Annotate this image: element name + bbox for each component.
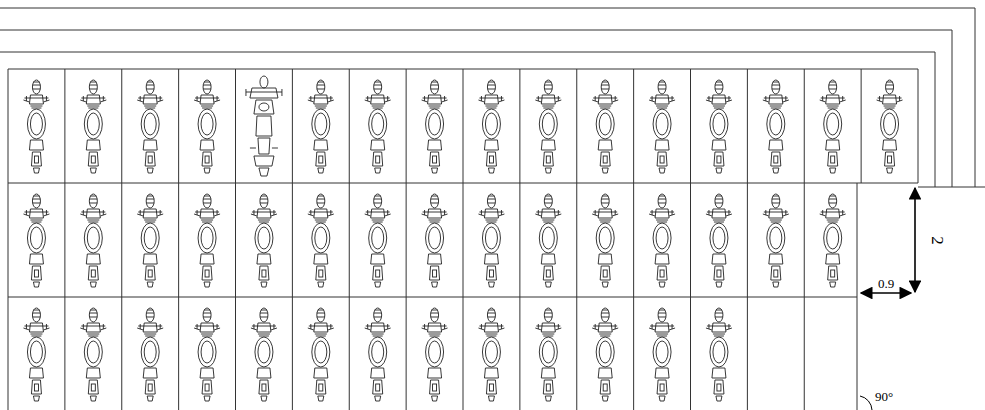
motorcycle-icon: [308, 194, 334, 287]
motorcycle-icon: [706, 308, 732, 401]
motorcycle-icon: [23, 194, 49, 287]
motorcycle-icon: [80, 80, 106, 173]
stall-line: [576, 69, 577, 183]
motorcycle-icon: [535, 194, 561, 287]
motorcycle-icon: [478, 308, 504, 401]
stall-line: [121, 183, 122, 297]
motorcycle-icon: [763, 194, 789, 287]
stall-line: [178, 69, 179, 183]
stall-line: [519, 183, 520, 297]
dimension-label: 0.9: [878, 277, 894, 290]
motorcycle-icon: [706, 80, 732, 173]
motorcycle-icon: [649, 194, 675, 287]
stall-line: [804, 297, 805, 410]
motorcycle-icon: [592, 80, 618, 173]
stall-line: [292, 183, 293, 297]
motorcycle-icon: [194, 80, 220, 173]
angle-label: 90°: [875, 390, 893, 403]
motorcycle-icon: [137, 80, 163, 173]
motorcycle-icon: [422, 308, 448, 401]
stall-line: [349, 69, 350, 183]
motorcycle-icon: [535, 308, 561, 401]
motorcycle-icon: [478, 80, 504, 173]
stall-line: [64, 69, 65, 183]
motorcycle-icon: [80, 194, 106, 287]
motorcycle-icon: [649, 80, 675, 173]
stall-line: [406, 69, 407, 183]
motorcycle-icon: [592, 308, 618, 401]
stall-line: [690, 297, 691, 410]
motorcycle-icon: [137, 194, 163, 287]
motorcycle-icon: [80, 308, 106, 401]
motorcycle-icon: [706, 194, 732, 287]
stall-line: [804, 183, 805, 297]
stall-line: [235, 69, 236, 183]
stall-line: [747, 69, 748, 183]
motorcycle-icon: [365, 80, 391, 173]
stall-line: [235, 183, 236, 297]
stall-line: [292, 297, 293, 410]
motorcycle-icon: [422, 80, 448, 173]
stall-line: [804, 69, 805, 183]
motorcycle-icon: [365, 194, 391, 287]
motorcycle-icon: [535, 80, 561, 173]
motorcycle-icon: [820, 194, 846, 287]
motorcycle-icon: [23, 308, 49, 401]
stall-line: [576, 297, 577, 410]
stall-line: [747, 297, 748, 410]
motorcycle-icon: [251, 194, 277, 287]
stall-line: [406, 297, 407, 410]
motorcycle-icon: [23, 80, 49, 173]
stall-line: [235, 297, 236, 410]
stall-line: [64, 297, 65, 410]
stall-line: [633, 69, 634, 183]
stall-line: [178, 297, 179, 410]
motorcycle-icon: [422, 194, 448, 287]
motorcycle-icon: [763, 80, 789, 173]
stall-line: [633, 297, 634, 410]
motorcycle-icon: [649, 308, 675, 401]
motorcycle-icon: [246, 76, 282, 176]
motorcycle-icon: [308, 308, 334, 401]
stall-line: [690, 183, 691, 297]
stall-line: [349, 297, 350, 410]
stall-line: [64, 183, 65, 297]
motorcycle-icon: [308, 80, 334, 173]
motorcycle-icon: [478, 194, 504, 287]
motorcycle-icon: [251, 308, 277, 401]
stall-line: [349, 183, 350, 297]
motorcycle-icon: [194, 308, 220, 401]
stall-line: [576, 183, 577, 297]
motorcycle-icon: [365, 308, 391, 401]
stall-line: [292, 69, 293, 183]
stall-line: [178, 183, 179, 297]
stall-line: [121, 297, 122, 410]
dimension-label: 2: [929, 236, 946, 245]
stall-line: [463, 183, 464, 297]
stall-line: [633, 183, 634, 297]
stall-line: [747, 183, 748, 297]
stall-line: [519, 69, 520, 183]
motorcycle-icon: [194, 194, 220, 287]
motorcycle-icon: [592, 194, 618, 287]
motorcycle-icon: [137, 308, 163, 401]
stall-line: [690, 69, 691, 183]
stall-line: [519, 297, 520, 410]
stall-line: [463, 297, 464, 410]
motorcycle-icon: [877, 80, 903, 173]
motorcycle-icon: [820, 80, 846, 173]
stall-line: [121, 69, 122, 183]
stall-line: [463, 69, 464, 183]
stall-line: [861, 69, 862, 183]
stall-line: [406, 183, 407, 297]
